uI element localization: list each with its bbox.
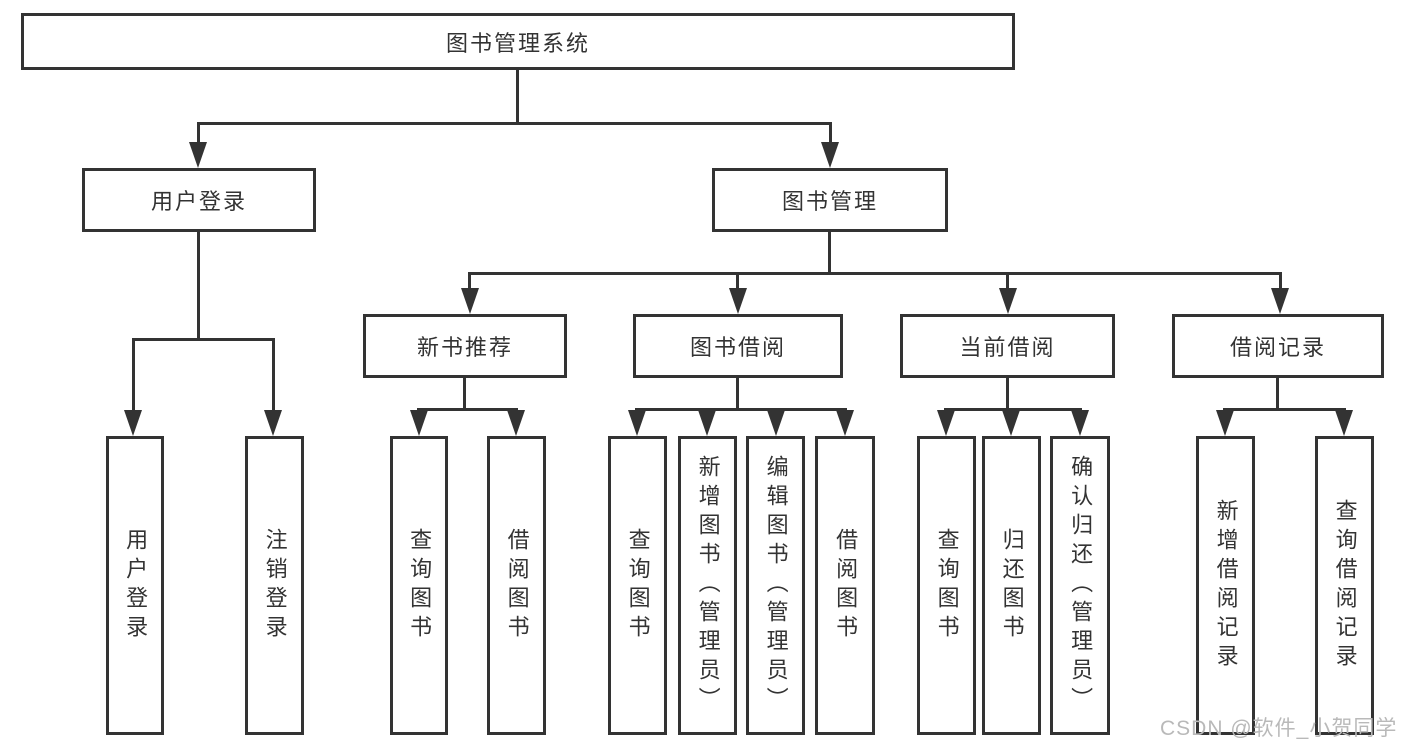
- arrow-down-icon: [767, 410, 785, 436]
- leaf-label: 借阅图书: [833, 527, 859, 644]
- leaf-query-books: 查询图书: [917, 436, 976, 735]
- node-label: 图书借阅: [689, 335, 786, 360]
- leaf-add-borrow-record: 新增借阅记录: [1196, 436, 1255, 735]
- node-label: 图书管理: [781, 189, 878, 214]
- leaf-label: 查询图书: [625, 527, 651, 644]
- leaf-label: 注销登录: [262, 527, 288, 644]
- arrow-down-icon: [124, 410, 142, 436]
- arrow-down-icon: [1071, 410, 1089, 436]
- leaf-label: 查询图书: [407, 527, 433, 644]
- csdn-watermark: CSDN @软件_小贺同学: [1160, 717, 1398, 740]
- node-label: 当前借阅: [959, 335, 1056, 360]
- connector-line: [468, 272, 1282, 275]
- leaf-query-borrow-record: 查询借阅记录: [1315, 436, 1374, 735]
- connector-line: [197, 232, 200, 338]
- node-new-book-recommendation: 新书推荐: [363, 314, 567, 378]
- arrow-down-icon: [698, 410, 716, 436]
- arrow-down-icon: [1335, 410, 1353, 436]
- connector-line: [1276, 378, 1279, 408]
- node-label: 借阅记录: [1229, 335, 1326, 360]
- node-label: 新书推荐: [416, 335, 513, 360]
- leaf-label: 编辑图书（管理员）: [763, 455, 789, 716]
- leaf-query-books: 查询图书: [390, 436, 448, 735]
- arrow-down-icon: [1271, 288, 1289, 314]
- connector-line: [197, 122, 200, 144]
- node-label: 用户登录: [150, 189, 247, 214]
- leaf-query-books: 查询图书: [608, 436, 667, 735]
- arrow-down-icon: [410, 410, 428, 436]
- leaf-label: 归还图书: [999, 527, 1025, 644]
- leaf-confirm-return-admin: 确认归还（管理员）: [1050, 436, 1110, 735]
- node-label: 图书管理系统: [445, 30, 590, 56]
- arrow-down-icon: [264, 410, 282, 436]
- arrow-down-icon: [1216, 410, 1234, 436]
- connector-line: [736, 378, 739, 408]
- arrow-down-icon: [507, 410, 525, 436]
- leaf-label: 查询图书: [934, 527, 960, 644]
- connector-line: [828, 232, 831, 272]
- node-borrowing-records: 借阅记录: [1172, 314, 1384, 378]
- leaf-user-login: 用户登录: [106, 436, 164, 735]
- connector-line: [944, 408, 1082, 411]
- leaf-label: 查询借阅记录: [1332, 498, 1358, 673]
- arrow-down-icon: [628, 410, 646, 436]
- connector-line: [132, 338, 135, 412]
- node-user-login: 用户登录: [82, 168, 316, 232]
- connector-line: [468, 272, 471, 292]
- leaf-borrow-books: 借阅图书: [815, 436, 875, 735]
- arrow-down-icon: [836, 410, 854, 436]
- connector-line: [635, 408, 847, 411]
- arrow-down-icon: [937, 410, 955, 436]
- leaf-logout: 注销登录: [245, 436, 304, 735]
- connector-line: [1006, 272, 1009, 292]
- node-library-management-system: 图书管理系统: [21, 13, 1015, 70]
- connector-line: [1279, 272, 1282, 292]
- leaf-return-books: 归还图书: [982, 436, 1041, 735]
- leaf-edit-books-admin: 编辑图书（管理员）: [746, 436, 805, 735]
- connector-line: [829, 122, 832, 144]
- connector-line: [1223, 408, 1346, 411]
- connector-line: [516, 70, 519, 122]
- arrow-down-icon: [729, 288, 747, 314]
- arrow-down-icon: [999, 288, 1017, 314]
- leaf-label: 新增借阅记录: [1213, 498, 1239, 673]
- leaf-label: 借阅图书: [504, 527, 530, 644]
- node-book-management: 图书管理: [712, 168, 948, 232]
- connector-line: [197, 122, 832, 125]
- arrow-down-icon: [1002, 410, 1020, 436]
- leaf-label: 用户登录: [123, 527, 149, 644]
- arrow-down-icon: [821, 142, 839, 168]
- connector-line: [272, 338, 275, 412]
- leaf-label: 确认归还（管理员）: [1068, 455, 1094, 716]
- connector-line: [417, 408, 518, 411]
- arrow-down-icon: [461, 288, 479, 314]
- connector-line: [736, 272, 739, 292]
- leaf-borrow-books: 借阅图书: [487, 436, 546, 735]
- node-book-borrowing: 图书借阅: [633, 314, 843, 378]
- leaf-label: 新增图书（管理员）: [695, 455, 721, 716]
- connector-line: [132, 338, 275, 341]
- connector-line: [463, 378, 466, 408]
- arrow-down-icon: [189, 142, 207, 168]
- node-current-borrowing: 当前借阅: [900, 314, 1115, 378]
- connector-line: [1006, 378, 1009, 408]
- leaf-add-books-admin: 新增图书（管理员）: [678, 436, 737, 735]
